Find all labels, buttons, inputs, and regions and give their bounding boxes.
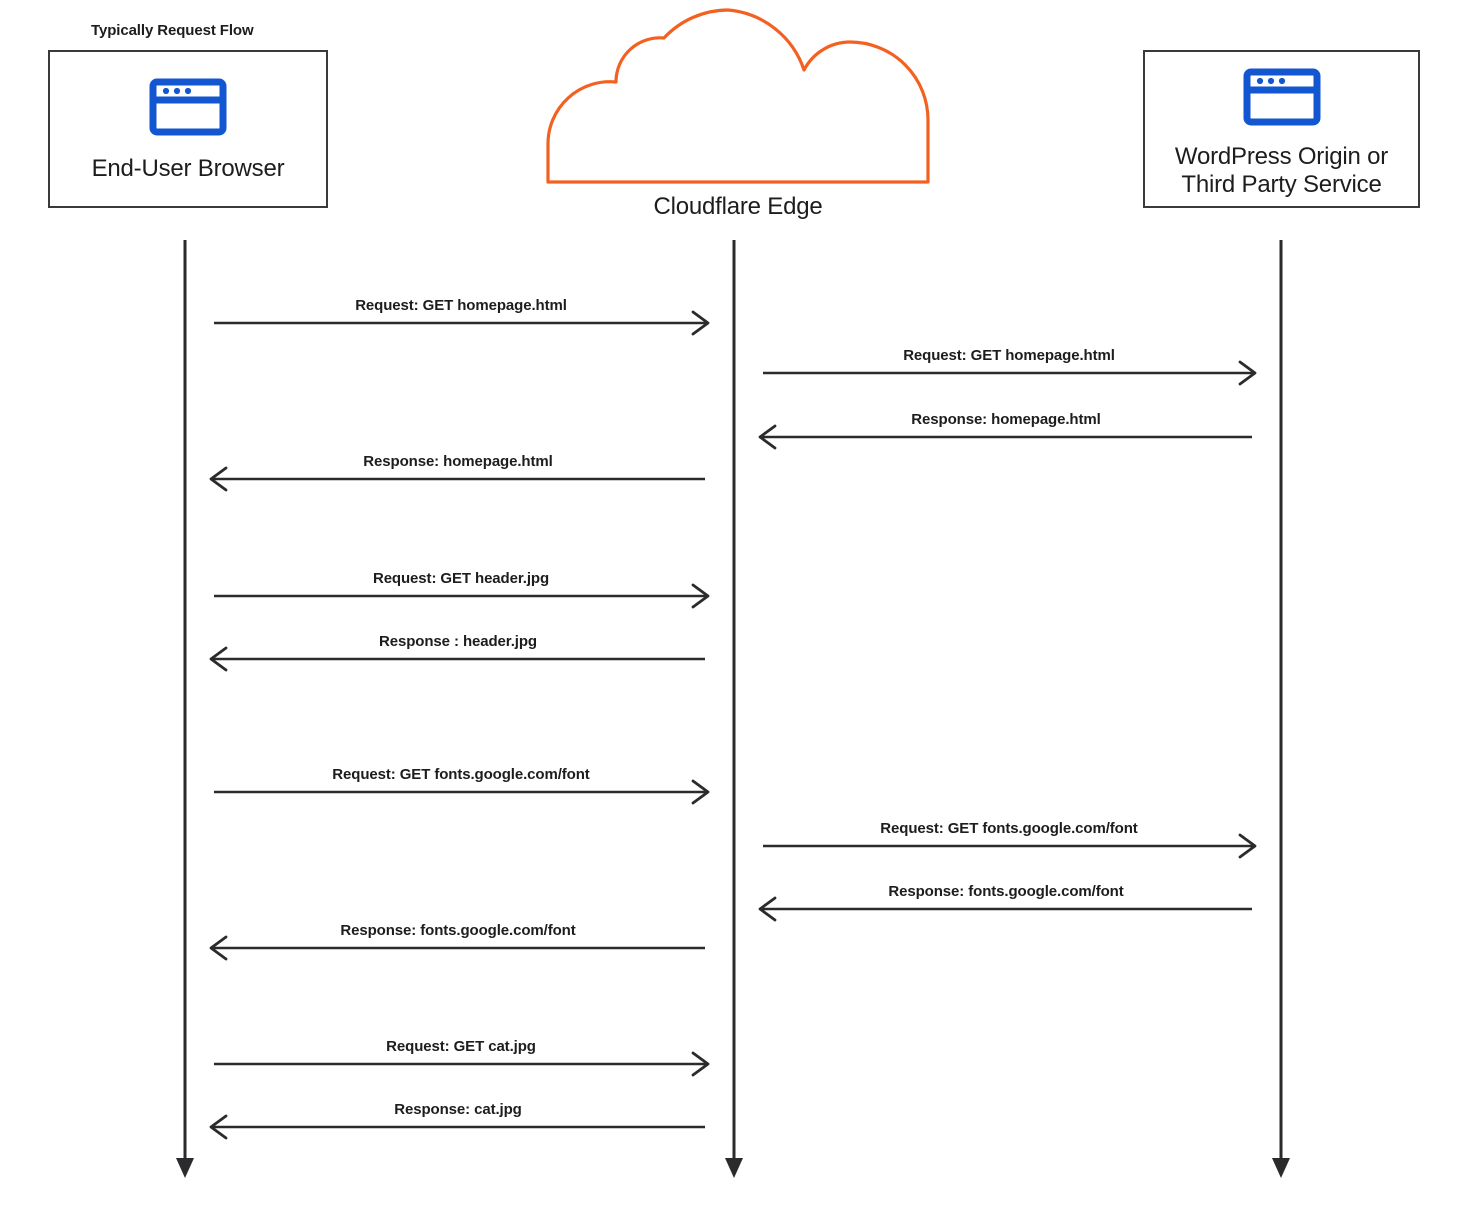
message-label-m5: Request: GET header.jpg: [372, 570, 550, 587]
message-label-m12: Response: cat.jpg: [394, 1101, 522, 1118]
message-label-m6: Response : header.jpg: [379, 633, 537, 650]
message-arrow-m9: [758, 896, 1252, 922]
message-arrow-m12: [209, 1114, 705, 1140]
message-arrow-m2: [763, 360, 1257, 386]
message-arrow-m3: [758, 424, 1252, 450]
actor-label-line-2: Third Party Service: [1181, 171, 1382, 199]
message-label-m11: Request: GET cat.jpg: [386, 1038, 536, 1055]
message-label-m2: Request: GET homepage.html: [903, 347, 1115, 364]
message-arrow-m8: [763, 833, 1257, 859]
message-arrow-m1: [214, 310, 710, 336]
actor-cloud-cloudflare-edge[interactable]: Cloudflare Edge: [536, 0, 940, 220]
cloud-icon: [546, 8, 930, 184]
lifeline-browser: [176, 240, 194, 1178]
browser-window-icon: [1243, 68, 1321, 131]
actor-label-wordpress-origin: WordPress Origin or Third Party Service: [1175, 143, 1388, 200]
message-arrow-m11: [214, 1051, 710, 1077]
message-label-m7: Request: GET fonts.google.com/font: [332, 766, 590, 783]
actor-label-end-user-browser: End-User Browser: [91, 155, 285, 182]
message-arrow-m6: [209, 646, 705, 672]
actor-label-line-1: WordPress Origin or: [1174, 143, 1389, 170]
message-label-m8: Request: GET fonts.google.com/font: [880, 820, 1138, 837]
message-label-m9: Response: fonts.google.com/font: [888, 883, 1124, 900]
message-arrow-m5: [214, 583, 710, 609]
lifeline-origin: [1272, 240, 1290, 1178]
message-label-m3: Response: homepage.html: [911, 411, 1101, 428]
diagram-title: Typically Request Flow: [91, 22, 254, 39]
message-label-m1: Request: GET homepage.html: [355, 297, 567, 314]
actor-box-wordpress-origin[interactable]: WordPress Origin or Third Party Service: [1143, 50, 1420, 208]
message-label-m10: Response: fonts.google.com/font: [340, 922, 576, 939]
message-arrow-m7: [214, 779, 710, 805]
message-arrow-m4: [209, 466, 705, 492]
browser-window-icon: [149, 78, 227, 141]
actor-box-end-user-browser[interactable]: End-User Browser: [48, 50, 328, 208]
actor-label-cloudflare-edge: Cloudflare Edge: [653, 193, 823, 220]
message-arrow-m10: [209, 935, 705, 961]
lifeline-cloudflare: [725, 240, 743, 1178]
message-label-m4: Response: homepage.html: [363, 453, 553, 470]
